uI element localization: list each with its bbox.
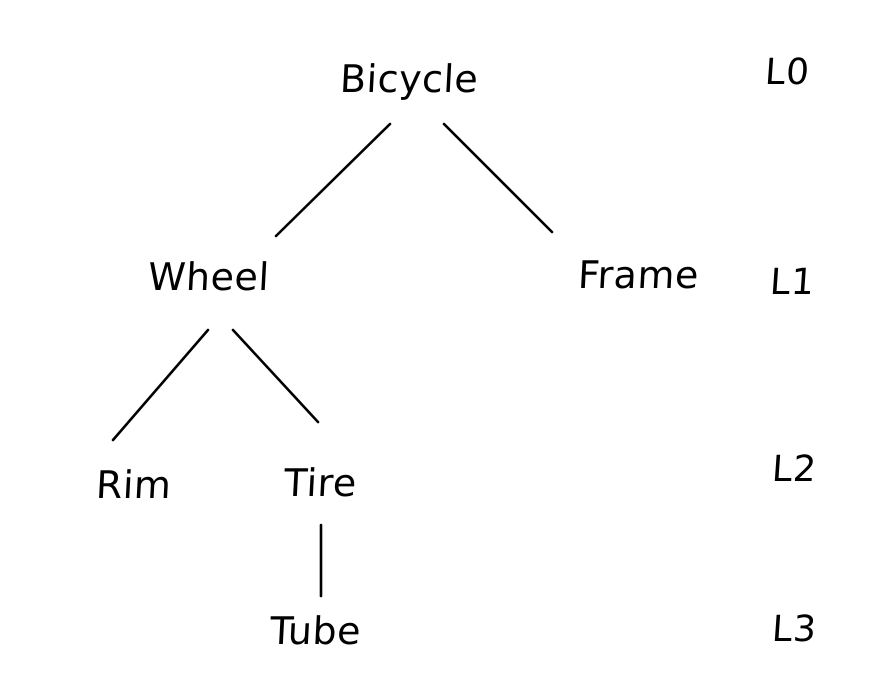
- node-frame[interactable]: Frame: [576, 253, 701, 297]
- edge-wheel-rim: [111, 328, 210, 442]
- node-rim[interactable]: Rim: [94, 463, 173, 507]
- level-label-l1: L1: [768, 262, 817, 303]
- node-wheel[interactable]: Wheel: [146, 255, 271, 299]
- node-bicycle[interactable]: Bicycle: [338, 57, 480, 101]
- edge-bicycle-frame: [442, 122, 554, 234]
- level-label-l2: L2: [770, 449, 819, 490]
- node-tire[interactable]: Tire: [282, 461, 358, 505]
- edge-wheel-tire: [231, 328, 320, 424]
- node-tube[interactable]: Tube: [268, 609, 363, 653]
- level-label-l0: L0: [763, 52, 812, 93]
- edge-bicycle-wheel: [274, 122, 392, 238]
- level-label-l3: L3: [770, 609, 819, 650]
